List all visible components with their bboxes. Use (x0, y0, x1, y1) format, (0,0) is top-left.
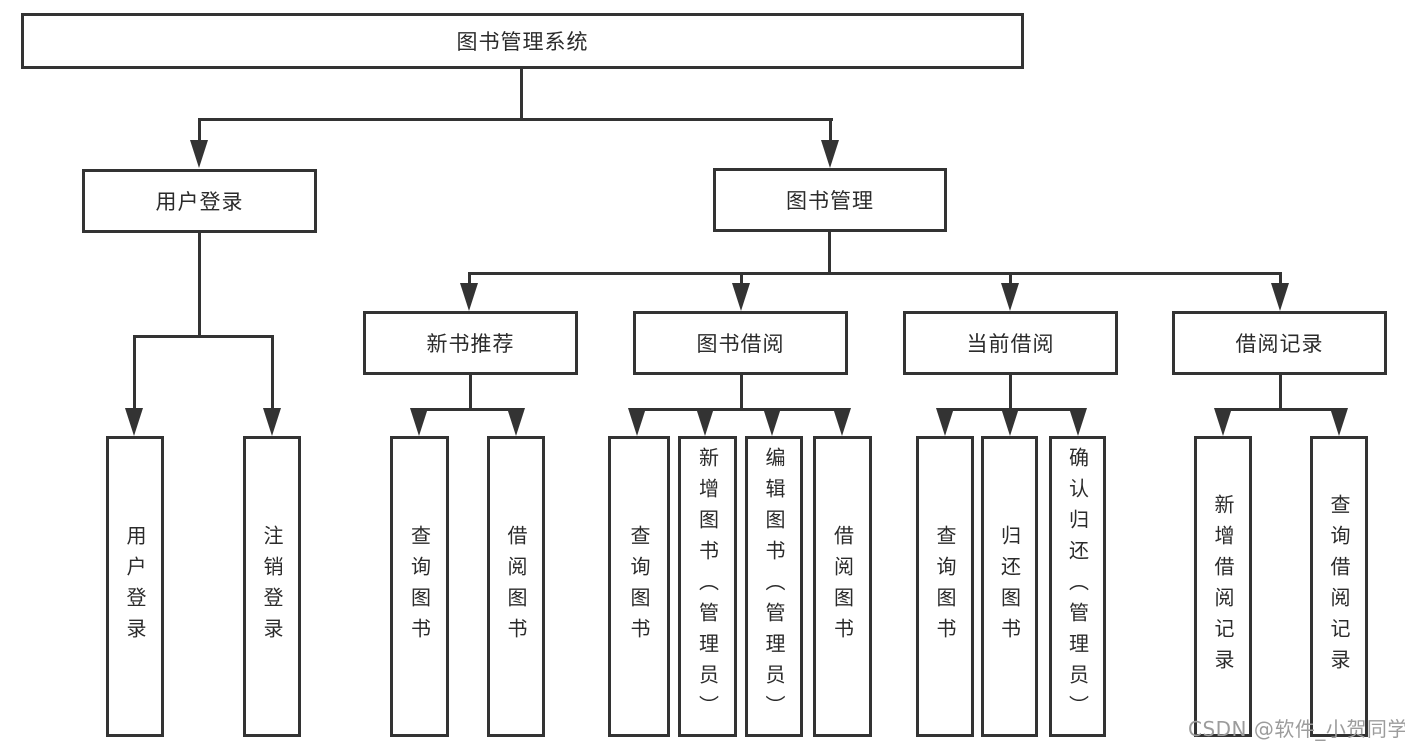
arrowhead-down-icon (507, 408, 525, 436)
leaf-current-confirm-return-admin: 确认归还（管理员） (1049, 436, 1106, 737)
arrowhead-down-icon (628, 408, 646, 436)
arrowhead-down-icon (190, 140, 208, 168)
node-root-label: 图书管理系统 (456, 30, 589, 54)
arrowhead-down-icon (1069, 408, 1087, 436)
node-borrow-records-label: 借阅记录 (1235, 332, 1324, 356)
leaf-label: 查询图书 (407, 524, 432, 649)
connector-line (1009, 375, 1012, 408)
leaf-borrow-borrow-books: 借阅图书 (813, 436, 872, 737)
node-root: 图书管理系统 (21, 13, 1024, 69)
connector-line (469, 375, 472, 408)
leaf-label: 编辑图书（管理员） (762, 447, 786, 726)
node-new-book-recommend-label: 新书推荐 (426, 332, 515, 356)
arrowhead-down-icon (833, 408, 851, 436)
connector-line (740, 375, 743, 408)
connector-line (1279, 375, 1282, 408)
connector-line (829, 118, 832, 145)
arrowhead-down-icon (263, 408, 281, 436)
leaf-label: 查询图书 (933, 524, 957, 649)
leaf-borrow-query-books: 查询图书 (608, 436, 670, 737)
leaf-label: 归还图书 (997, 524, 1022, 649)
node-new-book-recommend: 新书推荐 (363, 311, 578, 375)
leaf-current-return-books: 归还图书 (981, 436, 1038, 737)
leaf-records-query-borrow-record: 查询借阅记录 (1310, 436, 1368, 737)
arrowhead-down-icon (460, 283, 478, 311)
leaf-recommend-borrow-books: 借阅图书 (487, 436, 545, 737)
leaf-label: 借阅图书 (830, 524, 855, 649)
leaf-recommend-query-books: 查询图书 (390, 436, 449, 737)
leaf-current-query-books: 查询图书 (916, 436, 974, 737)
connector-line (468, 272, 1282, 275)
node-user-login: 用户登录 (82, 169, 317, 233)
connector-line (133, 335, 274, 338)
arrowhead-down-icon (1001, 283, 1019, 311)
leaf-label: 注销登录 (260, 524, 284, 649)
leaf-logout: 注销登录 (243, 436, 301, 737)
node-book-management: 图书管理 (713, 168, 947, 232)
node-book-borrow-label: 图书借阅 (696, 332, 785, 356)
connector-line (740, 272, 743, 286)
arrowhead-down-icon (732, 283, 750, 311)
connector-line (198, 118, 833, 121)
leaf-label: 借阅图书 (504, 524, 528, 649)
node-borrow-records: 借阅记录 (1172, 311, 1387, 375)
leaf-label: 查询图书 (627, 524, 651, 649)
arrowhead-down-icon (125, 408, 143, 436)
connector-line (1009, 272, 1012, 286)
leaf-label: 查询借阅记录 (1327, 493, 1351, 680)
leaf-label: 新增借阅记录 (1211, 493, 1235, 680)
node-user-login-label: 用户登录 (155, 190, 244, 214)
leaf-borrow-edit-books-admin: 编辑图书（管理员） (745, 436, 803, 737)
leaf-label: 用户登录 (123, 524, 147, 649)
connector-line (636, 408, 844, 411)
arrowhead-down-icon (821, 140, 839, 168)
connector-line (468, 272, 471, 286)
connector-line (828, 232, 831, 272)
leaf-records-add-borrow-record: 新增借阅记录 (1194, 436, 1252, 737)
arrowhead-down-icon (410, 408, 428, 436)
connector-line (1279, 272, 1282, 286)
node-book-borrow: 图书借阅 (633, 311, 848, 375)
connector-line (198, 233, 201, 335)
arrowhead-down-icon (696, 408, 714, 436)
connector-line (418, 408, 518, 411)
leaf-borrow-add-books-admin: 新增图书（管理员） (678, 436, 737, 737)
arrowhead-down-icon (763, 408, 781, 436)
connector-line (520, 69, 523, 118)
connector-line (271, 335, 274, 411)
leaf-label: 新增图书（管理员） (695, 447, 720, 726)
arrowhead-down-icon (1271, 283, 1289, 311)
node-current-borrow-label: 当前借阅 (966, 332, 1055, 356)
connector-line (133, 335, 136, 411)
leaf-label: 确认归还（管理员） (1065, 447, 1090, 726)
arrowhead-down-icon (1330, 408, 1348, 436)
arrowhead-down-icon (1214, 408, 1232, 436)
arrowhead-down-icon (936, 408, 954, 436)
node-current-borrow: 当前借阅 (903, 311, 1118, 375)
connector-line (198, 118, 201, 145)
watermark-text: CSDN @软件_小贺同学 (1188, 717, 1405, 741)
arrowhead-down-icon (1001, 408, 1019, 436)
connector-line (1222, 408, 1341, 411)
leaf-user-login: 用户登录 (106, 436, 164, 737)
node-book-management-label: 图书管理 (786, 189, 874, 213)
